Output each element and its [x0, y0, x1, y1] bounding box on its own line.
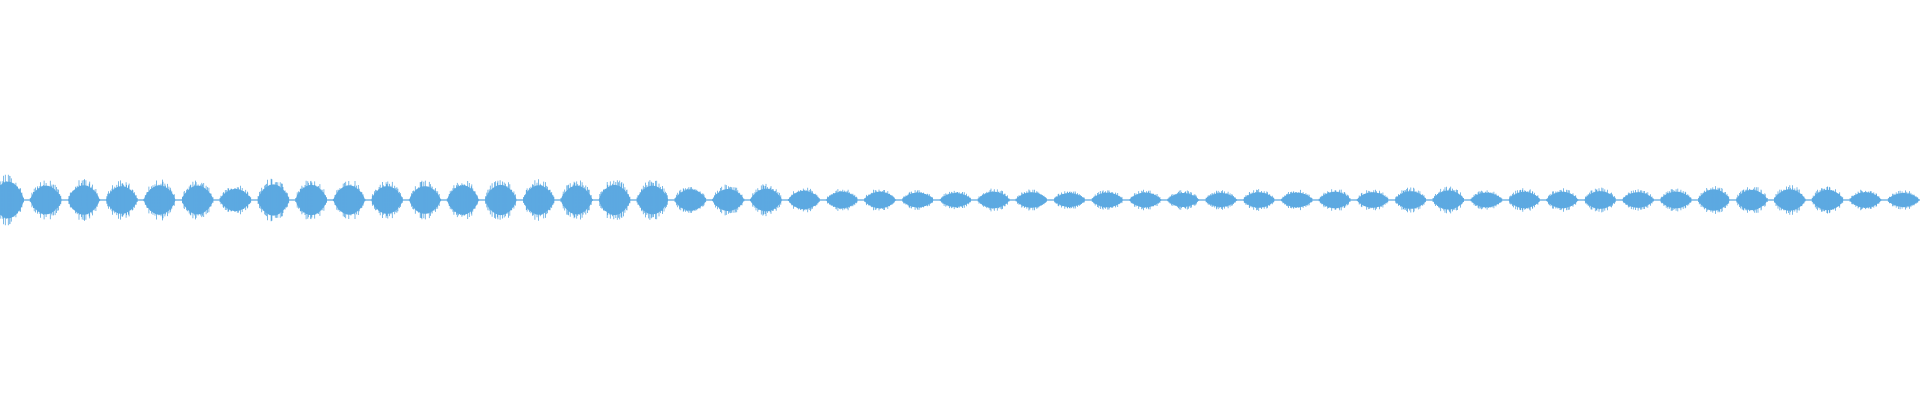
waveform-pulse — [787, 187, 820, 213]
waveform-pulse — [1167, 190, 1200, 210]
waveform-pulse — [1318, 189, 1351, 211]
waveform-pulse — [1280, 189, 1313, 211]
waveform-pulse — [863, 189, 897, 211]
waveform-pulse — [636, 180, 669, 220]
waveform-pulse — [522, 179, 555, 221]
waveform-pulse — [332, 181, 366, 219]
waveform-pulse — [1546, 188, 1579, 212]
waveform-pulse — [371, 181, 403, 219]
waveform-pulse — [1735, 187, 1768, 213]
waveform-pulse — [105, 180, 138, 220]
waveform-pulse — [901, 190, 934, 210]
waveform-pulse — [29, 180, 62, 220]
waveform-pulses — [0, 174, 1920, 226]
waveform-pulse — [1887, 190, 1920, 210]
waveform-pulse — [1129, 189, 1162, 211]
waveform-pulse — [560, 180, 593, 220]
waveform-pulse — [0, 174, 24, 226]
waveform-pulse — [1470, 190, 1503, 210]
waveform-pulse — [825, 189, 858, 211]
waveform-pulse — [1508, 188, 1541, 212]
waveform-pulse — [1053, 191, 1086, 209]
waveform-pulse — [1849, 189, 1882, 211]
waveform-pulse — [295, 180, 328, 220]
waveform-pulse — [67, 179, 101, 221]
waveform-pulse — [446, 181, 480, 219]
waveform-pulse — [598, 180, 631, 220]
waveform-pulse — [674, 187, 707, 213]
waveform-pulse — [1811, 186, 1844, 214]
waveform-pulse — [257, 178, 290, 222]
waveform-pulse — [977, 188, 1010, 212]
waveform-pulse — [219, 185, 252, 215]
waveform-pulse — [181, 180, 214, 220]
waveform-pulse — [1091, 190, 1124, 210]
waveform-pulse — [143, 179, 176, 221]
waveform-pulse — [1584, 187, 1616, 213]
waveform-pulse — [1432, 186, 1465, 214]
waveform-pulse — [1773, 185, 1806, 215]
waveform-pulse — [1660, 188, 1692, 212]
waveform-pulse — [408, 180, 442, 220]
waveform-pulse — [1622, 189, 1654, 211]
waveform-pulse — [750, 183, 783, 217]
waveform-pulse — [939, 190, 972, 210]
waveform-pulse — [1356, 189, 1389, 211]
waveform-pulse — [1243, 189, 1275, 211]
waveform-pulse — [484, 180, 517, 220]
waveform-pulse — [1697, 186, 1730, 214]
waveform-pulse — [712, 184, 745, 216]
waveform-pulse — [1394, 187, 1427, 213]
waveform-pulse — [1015, 189, 1048, 211]
waveform-pulse — [1205, 190, 1238, 210]
